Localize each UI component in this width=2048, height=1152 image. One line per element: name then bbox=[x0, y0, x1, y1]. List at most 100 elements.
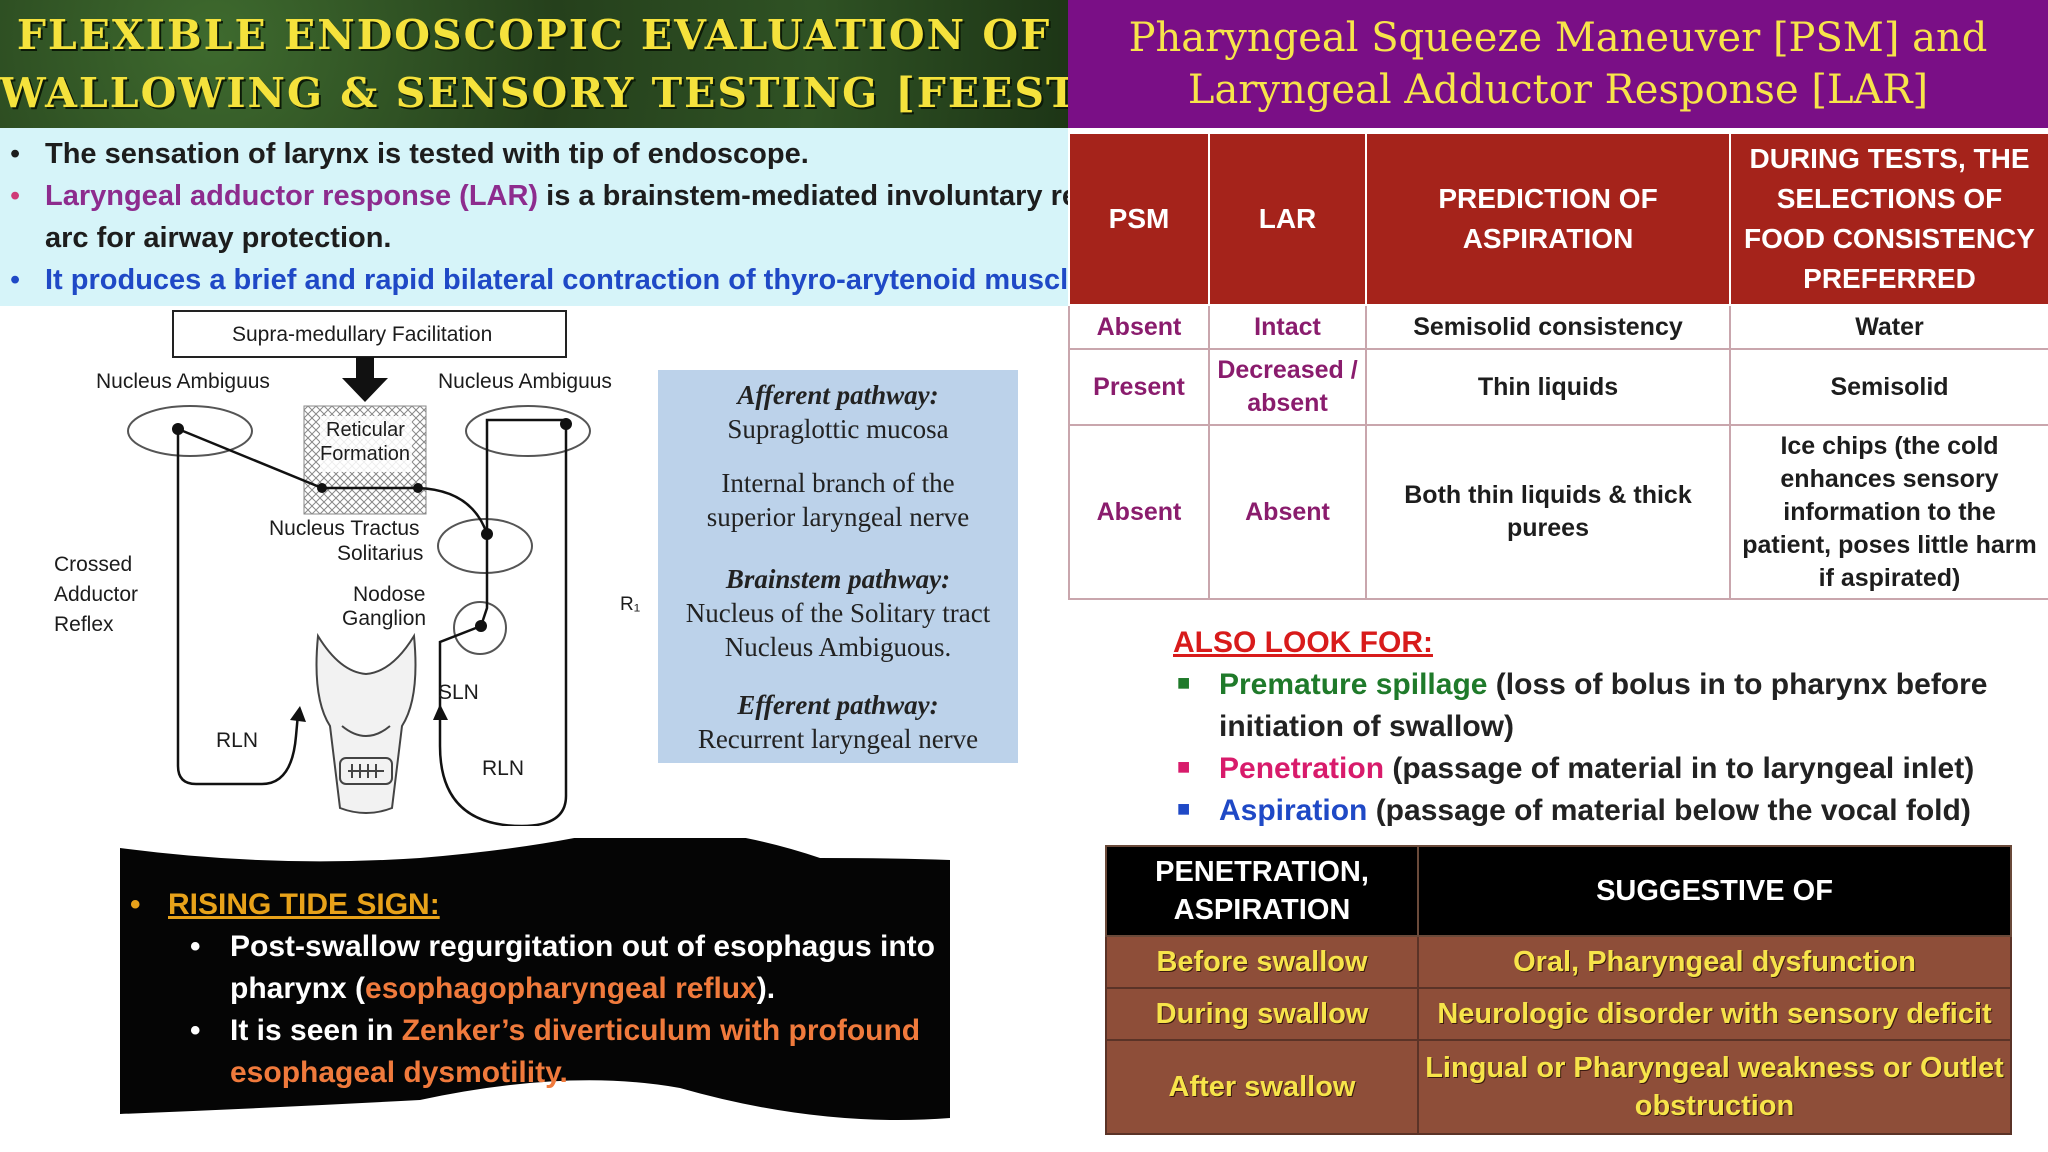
also-look-for-heading: ALSO LOOK FOR: bbox=[1173, 626, 1433, 659]
premature-spillage-term: Premature spillage bbox=[1219, 668, 1488, 701]
penetration-aspiration-header: PENETRATION, ASPIRATION bbox=[1105, 845, 1419, 937]
feest-title-banner: FLEXIBLE ENDOSCOPIC EVALUATION OF SWALLO… bbox=[0, 0, 1098, 128]
pathway-box: Afferent pathway: Supraglottic mucosa In… bbox=[658, 370, 1018, 763]
brainstem-heading: Brainstem pathway: bbox=[725, 564, 951, 594]
nts-label-1: Nucleus Tractus bbox=[269, 517, 420, 540]
brainstem-line2: Nucleus Ambiguous. bbox=[724, 632, 952, 662]
table-row: Absent Absent Both thin liquids & thick … bbox=[1068, 424, 2048, 600]
prediction-cell: Both thin liquids & thick purees bbox=[1365, 424, 1731, 600]
square-bullet-icon: ■ bbox=[1177, 670, 1191, 695]
table-row: Before swallow Oral, Pharyngeal dysfunct… bbox=[1105, 935, 2012, 989]
rising-tide-line4: esophageal dysmotility. bbox=[230, 1056, 568, 1089]
afferent-line3: superior laryngeal nerve bbox=[706, 502, 970, 532]
bullet-dot: • bbox=[10, 264, 21, 296]
psm-lar-table: PSM LAR PREDICTION OF ASPIRATION DURING … bbox=[1068, 132, 2048, 600]
bullet-dot: • bbox=[10, 180, 21, 212]
psm-cell: Present bbox=[1068, 348, 1210, 426]
also-look-for-section: ALSO LOOK FOR: ■ Premature spillage (los… bbox=[1165, 620, 2045, 840]
lar-cell: Intact bbox=[1208, 304, 1367, 350]
r1-label: R₁ bbox=[620, 594, 641, 615]
intro-bullet-2: Laryngeal adductor response (LAR) is a b… bbox=[45, 175, 1128, 217]
reflex-pathway-svg bbox=[127, 310, 591, 826]
crossed-reflex-label-1: Crossed bbox=[54, 553, 133, 576]
lar-cell: Absent bbox=[1208, 424, 1367, 600]
intro-bullets: • The sensation of larynx is tested with… bbox=[0, 128, 1128, 306]
lar-reflex-diagram: Supra-medullary Facilitation Nucleus Amb… bbox=[0, 306, 655, 826]
nodose-ganglion bbox=[453, 601, 507, 655]
square-bullet-icon: ■ bbox=[1177, 754, 1191, 779]
bullet-dot: • bbox=[190, 930, 201, 963]
crossed-reflex-label-2: Adductor bbox=[54, 583, 139, 606]
down-arrow-icon bbox=[342, 357, 388, 402]
nucleus-ambiguus-right bbox=[465, 405, 591, 457]
efferent-line1: Recurrent laryngeal nerve bbox=[697, 724, 979, 754]
nucleus-tractus-solitarius bbox=[437, 518, 533, 574]
nodose-label-1: Nodose bbox=[353, 583, 426, 606]
bullet-dot: • bbox=[190, 1014, 201, 1047]
aspiration-term: Aspiration bbox=[1219, 794, 1368, 827]
table-row: Present Decreased / absent Thin liquids … bbox=[1068, 348, 2048, 426]
food-consistency-header: DURING TESTS, THE SELECTIONS OF FOOD CON… bbox=[1729, 132, 2048, 306]
nucleus-ambiguus-left bbox=[127, 405, 253, 457]
rising-tide-line2: pharynx (esophagopharyngeal reflux). bbox=[230, 968, 775, 1010]
rln-right-label: RLN bbox=[482, 757, 525, 780]
food-cell: Ice chips (the cold enhances sensory inf… bbox=[1729, 424, 2048, 600]
rising-tide-line3a: It is seen in bbox=[230, 1014, 402, 1047]
reticular-label-2: Formation bbox=[320, 443, 411, 465]
also-item-1-rest: (loss of bolus in to pharynx before bbox=[1487, 668, 1988, 701]
feest-title-line2: SWALLOWING & SENSORY TESTING [FEEST] bbox=[0, 69, 1100, 117]
table-header-row: PSM LAR PREDICTION OF ASPIRATION DURING … bbox=[1068, 132, 2048, 306]
suggestive-cell: Lingual or Pharyngeal weakness or Outlet… bbox=[1417, 1039, 2012, 1135]
also-item-3: Aspiration (passage of material below th… bbox=[1219, 790, 1971, 832]
prediction-header: PREDICTION OF ASPIRATION bbox=[1365, 132, 1731, 306]
efferent-heading: Efferent pathway: bbox=[737, 690, 939, 720]
rising-tide-line2c: ). bbox=[756, 972, 776, 1005]
food-cell: Semisolid bbox=[1729, 348, 2048, 426]
psm-lar-title-line1: Pharyngeal Squeeze Maneuver [PSM] and bbox=[1128, 15, 1988, 61]
lar-term: Laryngeal adductor response (LAR) bbox=[45, 180, 539, 212]
also-item-2: Penetration (passage of material in to l… bbox=[1219, 748, 1974, 790]
intro-bullet-2-rest: is a brainstem-mediated involuntary refl… bbox=[538, 180, 1128, 212]
bullet-dot: • bbox=[10, 138, 21, 170]
lar-cell: Decreased / absent bbox=[1208, 348, 1367, 426]
suggestive-cell: Oral, Pharyngeal dysfunction bbox=[1417, 935, 2012, 989]
penetration-aspiration-table: PENETRATION, ASPIRATION SUGGESTIVE OF Be… bbox=[1105, 845, 2012, 1135]
psm-lar-title-line2: Laryngeal Adductor Response [LAR] bbox=[1187, 67, 1929, 113]
table-row: During swallow Neurologic disorder with … bbox=[1105, 987, 2012, 1041]
nodose-label-2: Ganglion bbox=[342, 607, 427, 630]
supra-medullary-box bbox=[172, 310, 567, 358]
rising-tide-line2a: pharynx ( bbox=[230, 972, 366, 1005]
brainstem-line1: Nucleus of the Solitary tract bbox=[685, 598, 991, 628]
nucleus-ambiguus-right-label: Nucleus Ambiguus bbox=[438, 370, 612, 393]
intro-bullet-3: It produces a brief and rapid bilateral … bbox=[45, 264, 1109, 296]
prediction-cell: Semisolid consistency bbox=[1365, 304, 1731, 350]
nucleus-ambiguus-left-label: Nucleus Ambiguus bbox=[96, 370, 270, 393]
table-row: After swallow Lingual or Pharyngeal weak… bbox=[1105, 1039, 2012, 1135]
psm-lar-title-banner: Pharyngeal Squeeze Maneuver [PSM] and La… bbox=[1068, 0, 2048, 128]
rising-tide-background bbox=[120, 838, 950, 1120]
larynx-drawing bbox=[315, 632, 417, 814]
intro-bullet-2-line2: arc for airway protection. bbox=[45, 222, 392, 254]
rising-tide-panel: • RISING TIDE SIGN: • Post-swallow regur… bbox=[120, 838, 950, 1120]
intro-bullet-1: The sensation of larynx is tested with t… bbox=[45, 138, 809, 170]
penetration-term: Penetration bbox=[1219, 752, 1385, 785]
rising-tide-line3: It is seen in Zenker’s diverticulum with… bbox=[230, 1010, 920, 1052]
afferent-heading: Afferent pathway: bbox=[737, 380, 939, 410]
psm-header: PSM bbox=[1068, 132, 1210, 306]
table-row: Absent Intact Semisolid consistency Wate… bbox=[1068, 304, 2048, 350]
rising-tide-heading: RISING TIDE SIGN: bbox=[168, 888, 440, 921]
esophagopharyngeal-reflux-term: esophagopharyngeal reflux bbox=[365, 972, 757, 1005]
afferent-line1: Supraglottic mucosa bbox=[727, 414, 949, 444]
supra-medullary-label: Supra-medullary Facilitation bbox=[232, 323, 493, 346]
lar-header: LAR bbox=[1208, 132, 1367, 306]
also-item-2-rest: (passage of material in to laryngeal inl… bbox=[1384, 752, 1975, 785]
table-header-row: PENETRATION, ASPIRATION SUGGESTIVE OF bbox=[1105, 845, 2012, 937]
suggestive-cell: Neurologic disorder with sensory deficit bbox=[1417, 987, 2012, 1041]
psm-cell: Absent bbox=[1068, 304, 1210, 350]
square-bullet-icon: ■ bbox=[1177, 796, 1191, 821]
timing-cell: Before swallow bbox=[1105, 935, 1419, 989]
afferent-line2: Internal branch of the bbox=[721, 468, 955, 498]
crossed-reflex-label-3: Reflex bbox=[54, 613, 114, 636]
also-item-1-line2: initiation of swallow) bbox=[1219, 710, 1514, 743]
reticular-label-1: Reticular bbox=[326, 419, 405, 441]
